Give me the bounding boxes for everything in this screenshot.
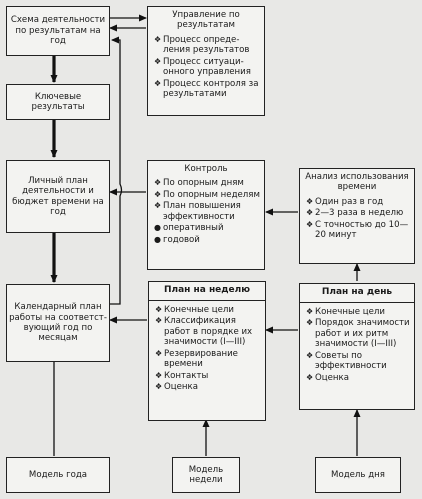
- day-plan-list: ❖Конечные цели ❖Порядок значимости работ…: [300, 303, 414, 386]
- list-item: ❖Оценка: [155, 382, 198, 393]
- model-year-box: Модель года: [6, 457, 110, 493]
- day-plan-title: План на день: [300, 284, 414, 303]
- bullet-icon: ❖: [306, 208, 314, 218]
- bullet-icon: ❖: [154, 78, 162, 88]
- bullet-icon: ❖: [154, 178, 162, 188]
- list-item: ❖Процесс опреде-ления результатов: [154, 34, 250, 56]
- list-item: ❖2—3 раза в неделю: [306, 208, 404, 219]
- bullet-icon: ❖: [306, 306, 314, 316]
- bullet-icon: ❖: [306, 196, 314, 206]
- list-item: ❖По опорным неделям: [154, 189, 260, 200]
- list-item: ❖Советы по эффективности: [306, 350, 387, 372]
- model-year-text: Модель года: [28, 469, 88, 480]
- bullet-icon: ❖: [154, 201, 162, 211]
- analysis-box: Анализ использования времени ❖Один раз в…: [299, 168, 415, 264]
- list-item: ❖Классификация работ в порядке их значим…: [155, 316, 253, 348]
- bullet-icon: ❖: [306, 350, 314, 360]
- calendar-plan-box: Календарный план работы на соответст-вую…: [6, 284, 110, 362]
- list-item: ❖Оценка: [306, 372, 349, 383]
- week-plan-title: План на неделю: [149, 282, 265, 301]
- model-week-box: Модель недели: [172, 457, 240, 493]
- personal-plan-box: Личный план деятельности и бюджет времен…: [6, 160, 110, 233]
- list-item: ❖Конечные цели: [306, 306, 385, 317]
- model-day-box: Модель дня: [315, 457, 401, 493]
- bullet-icon: ❖: [154, 56, 162, 66]
- key-results-text: Ключевые результаты: [31, 91, 85, 112]
- list-item: ❖Процесс контроля за результатами: [154, 78, 259, 100]
- control-title: Контроль: [184, 164, 228, 174]
- list-item: ❖Контакты: [155, 370, 209, 381]
- model-week-text: Модель недели: [188, 464, 224, 485]
- feedback-loop: [110, 36, 123, 305]
- list-item: ❖Один раз в год: [306, 196, 384, 207]
- list-item: ●годовой: [154, 234, 200, 245]
- list-item: ●оперативный: [154, 223, 224, 234]
- management-box: Управление по результатам ❖Процесс опред…: [147, 6, 265, 116]
- bullet-icon: ❖: [155, 304, 163, 314]
- model-day-text: Модель дня: [331, 469, 385, 480]
- bullet-icon: ❖: [154, 34, 162, 44]
- bullet-icon: ❖: [155, 316, 163, 326]
- management-title: Управление по результатам: [172, 10, 240, 31]
- week-plan-list: ❖Конечные цели ❖Классификация работ в по…: [149, 301, 265, 396]
- dot-icon: ●: [154, 234, 161, 244]
- week-plan-box: План на неделю ❖Конечные цели ❖Классифик…: [148, 281, 266, 421]
- list-item: ❖Конечные цели: [155, 304, 234, 315]
- control-list: ❖По опорным дням ❖По опорным неделям ❖Пл…: [148, 176, 264, 248]
- list-item: ❖По опорным дням: [154, 178, 244, 189]
- calendar-plan-text: Календарный план работы на соответст-вую…: [9, 302, 107, 344]
- bullet-icon: ❖: [154, 189, 162, 199]
- dot-icon: ●: [154, 223, 161, 233]
- control-box: Контроль ❖По опорным дням ❖По опорным не…: [147, 160, 265, 270]
- scheme-text: Схема деятельности по результатам на год: [10, 15, 106, 47]
- list-item: ❖План повышения эффективности: [154, 201, 241, 222]
- analysis-list: ❖Один раз в год ❖2—3 раза в неделю ❖С то…: [300, 195, 414, 244]
- bullet-icon: ❖: [306, 219, 314, 229]
- bullet-icon: ❖: [155, 370, 163, 380]
- list-item: ❖Порядок значимости работ и их ритм знач…: [306, 318, 410, 350]
- key-results-box: Ключевые результаты: [6, 84, 110, 120]
- bullet-icon: ❖: [306, 372, 314, 382]
- bullet-icon: ❖: [306, 318, 314, 328]
- list-item: ❖Резервирование времени: [155, 348, 238, 370]
- bullet-icon: ❖: [155, 382, 163, 392]
- management-list: ❖Процесс опреде-ления результатов ❖Проце…: [148, 33, 264, 103]
- analysis-title: Анализ использования времени: [305, 172, 409, 193]
- personal-plan-text: Личный план деятельности и бюджет времен…: [12, 175, 104, 217]
- bullet-icon: ❖: [155, 348, 163, 358]
- list-item: ❖Процесс ситуаци-онного управления: [154, 56, 251, 78]
- scheme-box: Схема деятельности по результатам на год: [6, 6, 110, 56]
- list-item: ❖С точностью до 10—20 минут: [306, 219, 409, 241]
- day-plan-box: План на день ❖Конечные цели ❖Порядок зна…: [299, 283, 415, 410]
